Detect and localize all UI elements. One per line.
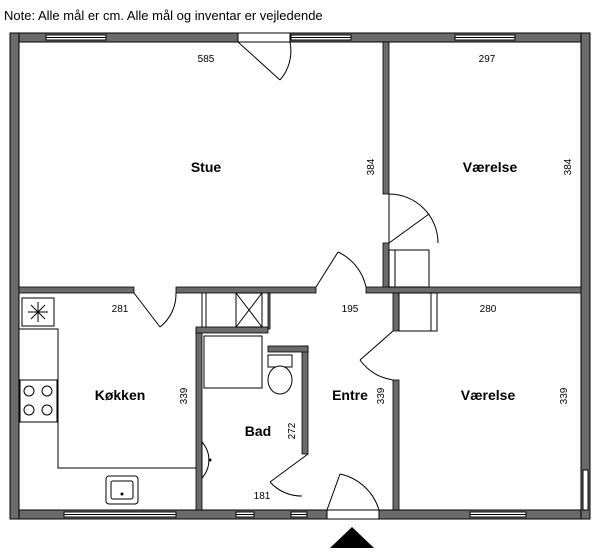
- sink-icon: [105, 475, 139, 505]
- washbasin-icon: [201, 440, 210, 480]
- dim-stue-depth: 384: [366, 158, 377, 175]
- bathtub-icon: [203, 335, 263, 389]
- room-label-entre: Entre: [332, 387, 368, 403]
- dim-koekken-depth: 339: [179, 387, 190, 404]
- window-right-bottom: [582, 469, 589, 511]
- interior-walls: [18, 41, 582, 511]
- terrace-door: [237, 32, 292, 81]
- dim-bad-width: 181: [254, 491, 271, 502]
- outer-walls: [9, 32, 591, 520]
- stove-icon: [19, 379, 58, 423]
- note-text: Note: Alle mål er cm. Alle mål og invent…: [4, 8, 323, 23]
- dim-bad-depth: 272: [287, 422, 298, 439]
- entrance-arrow-icon: [330, 527, 374, 548]
- doors: [133, 193, 439, 520]
- left-wall: [9, 32, 20, 520]
- dim-vaerelse1-depth: 384: [563, 158, 574, 175]
- bath-fixtures: [201, 335, 293, 480]
- dim-vaerelse2-depth: 339: [559, 387, 570, 404]
- dim-vaerelse1-width: 297: [479, 54, 496, 65]
- closets: [201, 249, 438, 332]
- dim-vaerelse2-width: 280: [480, 304, 497, 315]
- dim-entre-width: 195: [342, 304, 359, 315]
- dim-stue-width: 585: [198, 54, 215, 65]
- room-label-vaerelse-1: Værelse: [463, 159, 518, 175]
- right-wall: [580, 32, 591, 520]
- room-label-koekken: Køkken: [95, 387, 146, 403]
- windows: [45, 34, 589, 518]
- toilet-tank: [267, 354, 293, 368]
- room-label-vaerelse-2: Værelse: [461, 387, 516, 403]
- room-label-stue: Stue: [191, 159, 222, 175]
- toilet-icon: [267, 365, 293, 395]
- dim-koekken-width: 281: [112, 304, 129, 315]
- kitchen-counter: [19, 297, 196, 505]
- room-label-bad: Bad: [245, 423, 271, 439]
- dim-entre-depth: 339: [376, 387, 387, 404]
